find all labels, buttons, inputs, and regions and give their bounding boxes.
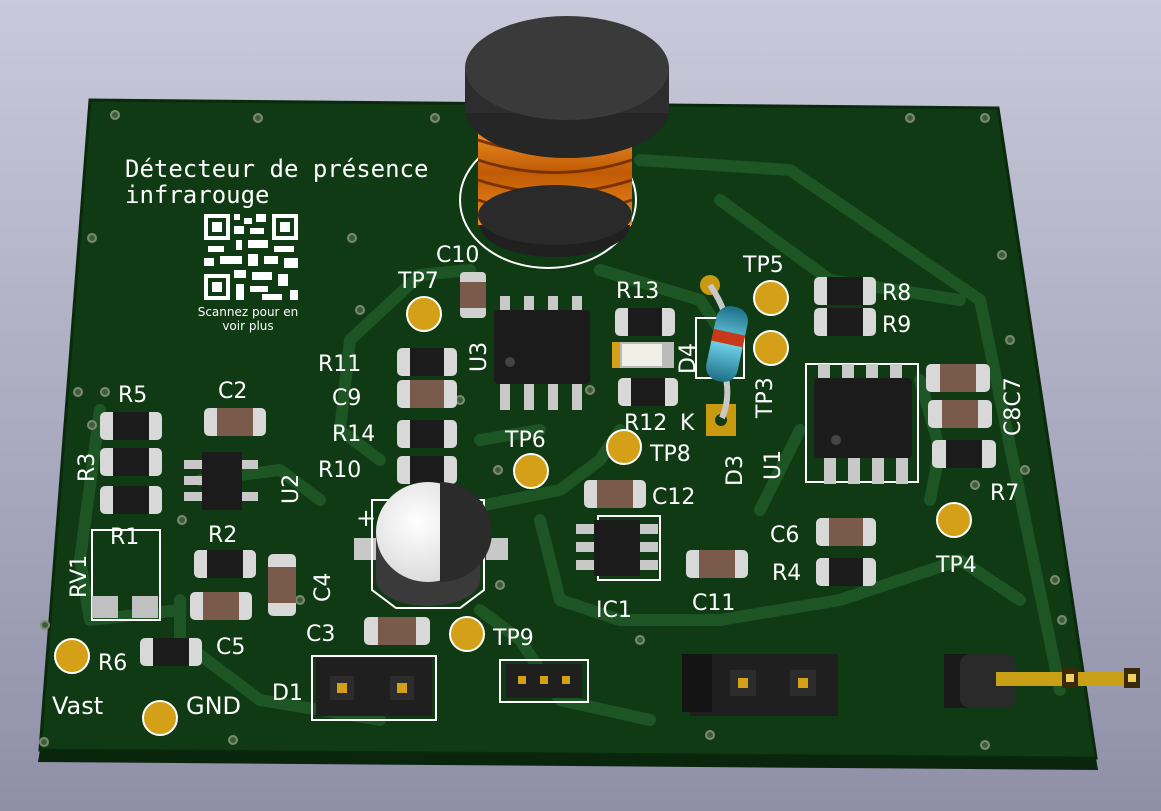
label-c11: C11: [692, 591, 735, 616]
capacitor-c11: [686, 550, 748, 578]
label-r7: R7: [990, 481, 1019, 506]
capacitor-c3: [364, 617, 430, 645]
label-tp9: TP9: [492, 626, 534, 651]
header-right-angle: [944, 654, 1140, 708]
label-d1: D1: [272, 681, 303, 706]
testpoint-vast: [54, 638, 90, 674]
testpoint-tp8: [606, 429, 642, 465]
label-r11: R11: [318, 352, 361, 377]
connector-2pin: [682, 654, 838, 716]
label-c10: C10: [436, 243, 479, 268]
capacitor-c7: [928, 400, 992, 428]
resistor-r6: [140, 638, 202, 666]
label-tp7: TP7: [397, 269, 439, 294]
capacitor-c12: [584, 480, 646, 508]
label-c9: C9: [332, 386, 361, 411]
label-r3: R3: [75, 453, 100, 482]
testpoint-tp4: [936, 502, 972, 538]
label-c5: C5: [216, 635, 245, 660]
label-r13: R13: [616, 279, 659, 304]
connector-d1: [311, 655, 437, 721]
resistor-r8: [814, 277, 876, 305]
header-3pin: [499, 659, 589, 703]
resistor-r3: [100, 448, 162, 476]
label-r9: R9: [882, 313, 911, 338]
label-r10: R10: [318, 458, 361, 483]
label-r4: R4: [772, 561, 801, 586]
label-tp6: TP6: [504, 428, 546, 453]
ic-ic1: [576, 515, 661, 581]
label-r1: R1: [110, 525, 139, 550]
label-u1: U1: [761, 450, 786, 480]
label-k: K: [680, 411, 695, 436]
label-tp5: TP5: [742, 253, 784, 278]
qr-code: [204, 214, 298, 300]
label-r2: R2: [208, 523, 237, 548]
label-u3: U3: [467, 342, 492, 372]
resistor-r5: [100, 412, 162, 440]
ic-u3: [494, 296, 590, 410]
board-title-line1: Détecteur de présence: [125, 155, 428, 183]
testpoint-tp7: [406, 296, 442, 332]
testpoint-tp5: [753, 280, 789, 316]
label-r5: R5: [118, 383, 147, 408]
resistor-r11: [397, 348, 457, 376]
label-r6: R6: [98, 651, 127, 676]
label-c2: C2: [218, 379, 247, 404]
label-r14: R14: [332, 422, 375, 447]
resistor-r12: [618, 378, 678, 406]
capacitor-c4: [268, 554, 296, 616]
label-tp3: TP3: [753, 377, 778, 419]
resistor-r13: [615, 308, 675, 336]
testpoint-tp6: [513, 453, 549, 489]
label-d4: D4: [676, 343, 701, 374]
resistor-r7: [932, 440, 996, 468]
resistor-r1: [100, 486, 162, 514]
resistor-r2: [194, 550, 256, 578]
diode-d4: [695, 275, 748, 436]
label-vast: Vast: [52, 692, 103, 720]
testpoint-tp9: [449, 616, 485, 652]
resistor-r4: [816, 558, 876, 586]
inductor: [459, 16, 669, 269]
capacitor-c10: [460, 272, 486, 318]
label-c12: C12: [652, 485, 695, 510]
label-c4: C4: [311, 573, 336, 602]
ic-u2: [184, 452, 258, 510]
label-c6: C6: [770, 523, 799, 548]
capacitor-c6: [816, 518, 876, 546]
label-ic1: IC1: [596, 598, 632, 623]
label-d3: D3: [723, 455, 748, 486]
label-tp8: TP8: [649, 442, 691, 467]
label-tp4: TP4: [935, 553, 977, 578]
testpoint-gnd: [142, 700, 178, 736]
pcb-edge: [38, 750, 1098, 770]
ic-u1: [805, 363, 919, 484]
capacitor-c9: [397, 380, 457, 408]
capacitor-c8: [926, 364, 990, 392]
label-plus: +: [356, 504, 376, 532]
label-c3: C3: [306, 622, 335, 647]
testpoint-tp3: [753, 330, 789, 366]
resistor-r9: [814, 308, 876, 336]
label-gnd: GND: [186, 692, 241, 720]
label-r8: R8: [882, 281, 911, 306]
capacitor-c5: [190, 592, 252, 620]
capacitor-c2: [204, 408, 266, 436]
qr-caption-line2: voir plus: [222, 319, 273, 333]
potentiometer-rv1: [91, 529, 161, 621]
board-title-line2: infrarouge: [125, 181, 270, 209]
led: [612, 342, 674, 368]
electrolytic-capacitor: [354, 482, 508, 609]
resistor-r10: [397, 456, 457, 484]
label-c8c7: C8C7: [1001, 377, 1026, 436]
label-u2: U2: [279, 474, 304, 504]
label-rv1: RV1: [67, 555, 92, 598]
resistor-r14: [397, 420, 457, 448]
qr-caption-line1: Scannez pour en: [198, 305, 299, 319]
